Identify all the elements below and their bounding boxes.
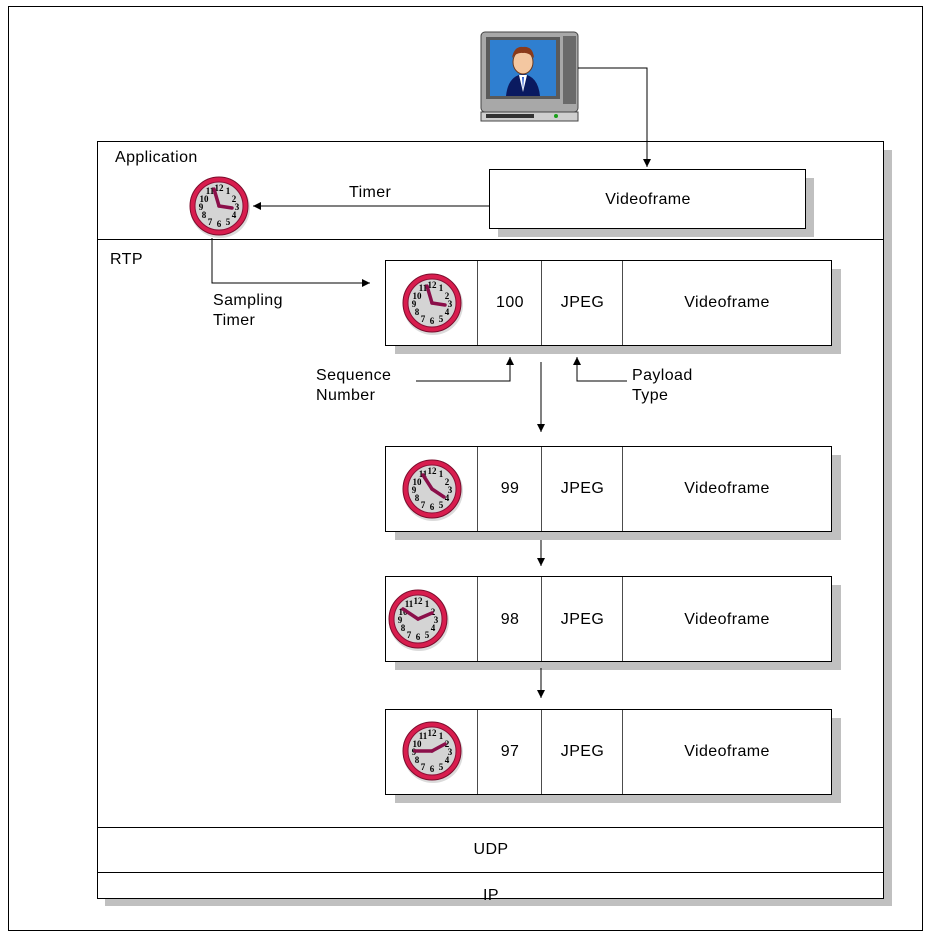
sequence-number-callout [416, 357, 514, 382]
figure-border [8, 6, 923, 931]
packet-98 [385, 576, 841, 670]
tv-monitor-icon [480, 31, 579, 122]
packet-clock-icon [388, 589, 450, 652]
app-videoframe-box [489, 169, 806, 229]
payload-type-callout [573, 357, 627, 382]
packet-clock-icon [402, 721, 464, 784]
sampling-timer-arrow [211, 238, 370, 287]
app-clock-icon [189, 176, 251, 239]
monitor-to-frame-arrow [578, 67, 651, 167]
packet-clock-icon [402, 459, 464, 522]
packet-99 [385, 446, 841, 540]
packet-clock-icon [402, 273, 464, 336]
packet-100 [385, 260, 841, 354]
packet-97 [385, 709, 841, 803]
